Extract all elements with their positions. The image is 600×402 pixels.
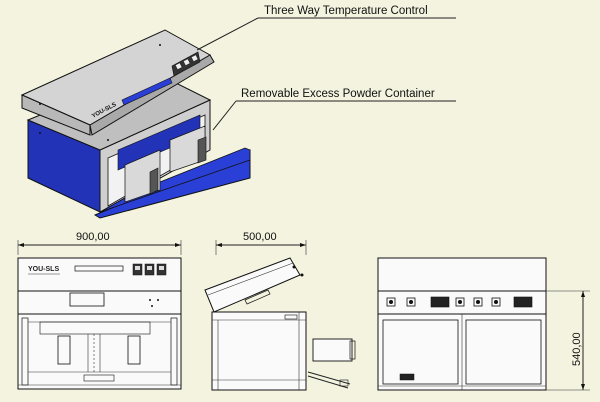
callout-powder-label: Removable Excess Powder Container	[241, 88, 435, 100]
rear-connectors	[386, 296, 533, 308]
front-view: 900,00 YOU-SLS	[17, 231, 182, 390]
side-powder-container	[312, 338, 353, 362]
front-controls	[132, 263, 167, 276]
front-display	[74, 265, 124, 272]
callout-temperature: Three Way Temperature Control	[196, 5, 456, 51]
callout-temperature-label: Three Way Temperature Control	[264, 5, 428, 17]
display-screen	[121, 77, 173, 106]
side-lid	[204, 257, 301, 313]
side-view: 500,00	[204, 231, 356, 391]
temperature-control-panel	[171, 51, 201, 77]
isometric-view: YOU-SLS	[20, 29, 251, 219]
dim-rear-height: 540,00	[571, 332, 583, 366]
front-logo: YOU-SLS	[28, 266, 59, 273]
dim-side-width: 500,00	[243, 231, 277, 243]
callout-powder-container: Removable Excess Powder Container	[212, 88, 456, 131]
rear-power-socket	[399, 373, 415, 381]
dim-front-width: 900,00	[76, 231, 110, 243]
rear-view: 540,00	[377, 257, 590, 391]
